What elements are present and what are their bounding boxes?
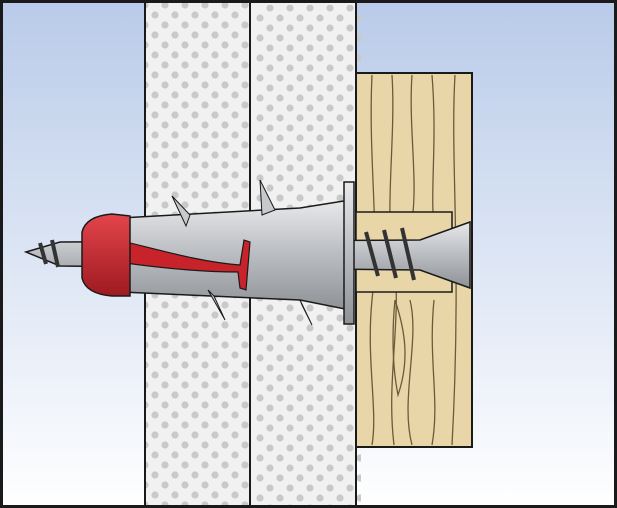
- drywall-anchor: [81, 179, 355, 326]
